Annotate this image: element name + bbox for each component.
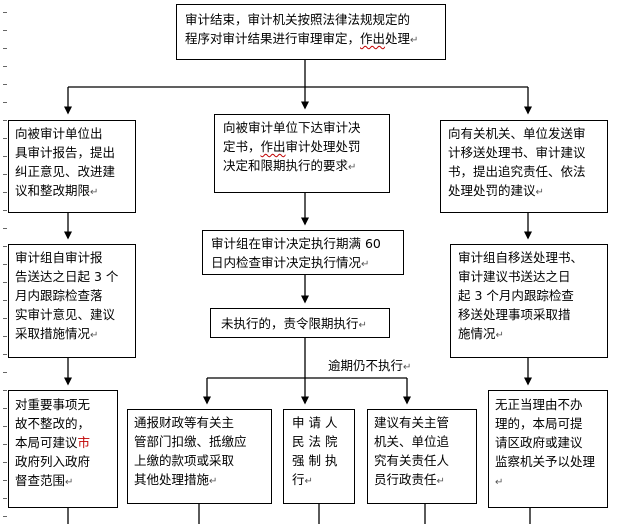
follow-up-report-line: 告送达之日起 3 个 — [15, 269, 119, 284]
return-mark-icon: ↵ — [436, 476, 445, 487]
return-mark-icon: ↵ — [358, 320, 367, 331]
decision-check-line: 日内检查审计决定执行情况 — [211, 255, 362, 270]
follow-up-report-line: 实审计意见、建议 — [15, 307, 116, 322]
transfer-follow-up-line: 施情况 — [458, 326, 496, 341]
audit-decision-line: 审计处理处罚 — [285, 139, 361, 154]
court-enforcement-line: 强 制 执 — [292, 453, 338, 468]
deduct-funds-box: 通报财政等有关主 管部门扣缴、抵缴应 上缴的款项或采取 其他处理措施↵ — [127, 409, 272, 504]
audit-report-line: 具审计报告，提出 — [15, 145, 116, 160]
administrative-liability-box: 建议有关主管 机关、单位追 究有关责任人 员行政责任↵ — [367, 409, 477, 504]
transfer-follow-up-line: 起 3 个月内跟踪检查 — [458, 288, 574, 303]
liability-line: 究有关责任人 — [374, 453, 450, 468]
supervision-line: 政府列入政府 — [15, 454, 91, 469]
audit-decision-line: 定书， — [223, 139, 261, 154]
court-enforcement-line: 行 — [292, 472, 305, 487]
follow-up-report-line: 采取措施情况 — [15, 326, 91, 341]
return-mark-icon: ↵ — [403, 362, 412, 373]
deduct-funds-line: 上缴的款项或采取 — [134, 453, 235, 468]
audit-decision-highlight: 作出 — [260, 139, 286, 154]
supervision-line: 督查范围 — [15, 473, 66, 488]
return-mark-icon: ↵ — [361, 259, 370, 270]
return-mark-icon: ↵ — [535, 187, 544, 198]
return-mark-icon: ↵ — [495, 477, 504, 488]
supervision-line: 故不整改的， — [15, 416, 91, 431]
transfer-follow-up-line: 移送处理事项采取措 — [458, 307, 571, 322]
audit-end-box: 审计结束，审计机关按照法律法规规定的 程序对审计结果进行审理审定，作出处理↵ — [176, 4, 446, 60]
transfer-notice-line: 向有关机关、单位发送审 — [448, 126, 586, 141]
audit-end-line2b: 作出 — [360, 31, 386, 46]
return-mark-icon: ↵ — [90, 330, 99, 341]
escalation-line: 监察机关予以处理 — [495, 454, 596, 469]
decision-check-box: 审计组在审计决定执行期满 60 日内检查审计决定执行情况↵ — [202, 230, 404, 275]
transfer-notice-line: 书，提出追究责任、依法 — [448, 164, 586, 179]
court-enforcement-box: 申 请 人 民 法 院 强 制 执 行↵ — [283, 409, 355, 504]
decision-check-line: 审计组在审计决定执行期满 60 — [211, 236, 381, 251]
overdue-label: 逾期仍不执行↵ — [328, 358, 412, 373]
follow-up-report-line: 审计组自审计报 — [15, 250, 103, 265]
audit-decision-line: 向被审计单位下达审计决 — [223, 120, 361, 135]
transfer-follow-up-line: 审计组自移送处理书、 — [458, 250, 584, 265]
return-mark-icon: ↵ — [495, 330, 504, 341]
return-mark-icon: ↵ — [304, 476, 313, 487]
liability-line: 建议有关主管 — [374, 415, 450, 430]
return-mark-icon: ↵ — [348, 162, 357, 173]
deduct-funds-line: 其他处理措施 — [134, 472, 210, 487]
transfer-follow-up-box: 审计组自移送处理书、 审计建议书送达之日 起 3 个月内跟踪检查 移送处理事项采… — [450, 244, 608, 358]
court-enforcement-line: 申 请 人 — [292, 415, 338, 430]
return-mark-icon: ↵ — [65, 477, 74, 488]
follow-up-report-line: 月内跟踪检查落 — [15, 288, 103, 303]
order-execution-line: 未执行的，责令限期执行 — [221, 316, 359, 331]
liability-line: 员行政责任 — [374, 472, 437, 487]
order-execution-box: 未执行的，责令限期执行↵ — [210, 308, 390, 338]
court-enforcement-line: 民 法 院 — [292, 434, 338, 449]
transfer-notice-line: 计移送处理书、审计建议 — [448, 145, 586, 160]
audit-decision-box: 向被审计单位下达审计决 定书，作出审计处理处罚 决定和限期执行的要求↵ — [214, 114, 390, 193]
audit-report-line: 议和整改期限 — [15, 183, 91, 198]
audit-report-box: 向被审计单位出 具审计报告，提出 纠正意见、改进建 议和整改期限↵ — [8, 120, 136, 213]
return-mark-icon: ↵ — [209, 476, 218, 487]
supervision-line: 本局可建议 — [15, 435, 78, 450]
escalation-line: 请区政府或建议 — [495, 435, 583, 450]
deduct-funds-line: 管部门扣缴、抵缴应 — [134, 434, 247, 449]
supervision-line: 对重要事项无 — [15, 397, 91, 412]
escalation-box: 无正当理由不办 理的，本局可提 请区政府或建议 监察机关予以处理 ↵ — [488, 390, 608, 508]
liability-line: 机关、单位追 — [374, 434, 450, 449]
return-mark-icon: ↵ — [90, 187, 99, 198]
audit-report-line: 向被审计单位出 — [15, 126, 103, 141]
audit-decision-line: 决定和限期执行的要求 — [223, 158, 349, 173]
follow-up-report-box: 审计组自审计报 告送达之日起 3 个 月内跟踪检查落 实审计意见、建议 采取措施… — [8, 244, 136, 358]
escalation-line: 理的，本局可提 — [495, 416, 583, 431]
audit-end-line1: 审计结束，审计机关按照法律法规规定的 — [185, 12, 411, 27]
government-supervision-box: 对重要事项无 故不整改的， 本局可建议市 政府列入政府 督查范围↵ — [8, 390, 118, 508]
transfer-follow-up-line: 审计建议书送达之日 — [458, 269, 571, 284]
audit-report-line: 纠正意见、改进建 — [15, 164, 116, 179]
escalation-line: 无正当理由不办 — [495, 397, 583, 412]
supervision-highlight: 市 — [77, 435, 91, 450]
return-mark-icon: ↵ — [410, 35, 419, 46]
transfer-notice-line: 处理处罚的建议 — [448, 183, 536, 198]
transfer-notice-box: 向有关机关、单位发送审 计移送处理书、审计建议 书，提出追究责任、依法 处理处罚… — [440, 120, 608, 213]
deduct-funds-line: 通报财政等有关主 — [134, 415, 235, 430]
audit-end-line2a: 程序对审计结果进行审理审定， — [185, 31, 361, 46]
audit-end-line2c: 处理 — [385, 31, 411, 46]
